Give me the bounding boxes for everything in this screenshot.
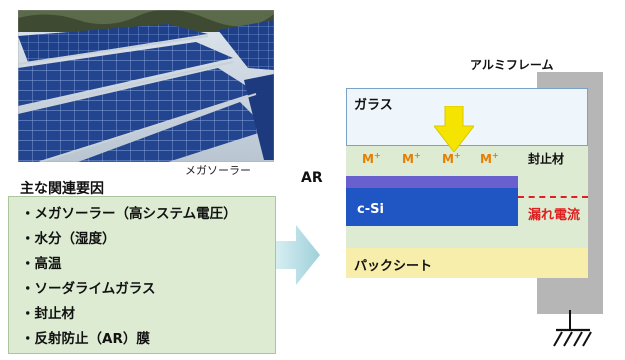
- glass-layer: [346, 88, 588, 146]
- right-arrow-icon: [276, 225, 320, 289]
- ground-icon: [550, 310, 596, 360]
- leak-current-label: 漏れ電流: [528, 208, 581, 223]
- factor-item: ・封止材: [21, 306, 75, 322]
- ar-film-layer: [346, 176, 518, 188]
- glass-label: ガラス: [354, 98, 393, 113]
- backsheet-label: パックシート: [354, 259, 433, 274]
- backsheet-layer: [346, 248, 588, 278]
- ion-label: M+: [442, 151, 461, 166]
- factor-item: ・反射防止（AR）膜: [21, 331, 150, 347]
- factor-item: ・ソーダライムガラス: [21, 281, 156, 297]
- factors-title: 主な関連要因: [20, 181, 104, 197]
- down-arrow-icon: [432, 105, 476, 156]
- cell-label: c-Si: [357, 202, 384, 217]
- factor-item: ・高温: [21, 256, 62, 272]
- cell-layer: [346, 188, 518, 226]
- solar-panel-photo: [18, 10, 274, 162]
- factor-item: ・メガソーラー（高システム電圧）: [21, 206, 237, 222]
- ar-label: AR: [301, 170, 323, 186]
- frame-label: アルミフレーム: [470, 58, 554, 72]
- encapsulant-label: 封止材: [528, 152, 565, 166]
- leak-current-line: [518, 196, 588, 198]
- factors-list: ・メガソーラー（高システム電圧） ・水分（湿度） ・高温 ・ソーダライムガラス …: [8, 196, 276, 354]
- factor-item: ・水分（湿度）: [21, 231, 116, 247]
- photo-caption: メガソーラー: [185, 164, 251, 177]
- ion-label: M+: [362, 151, 381, 166]
- ion-label: M+: [480, 151, 499, 166]
- ion-label: M+: [402, 151, 421, 166]
